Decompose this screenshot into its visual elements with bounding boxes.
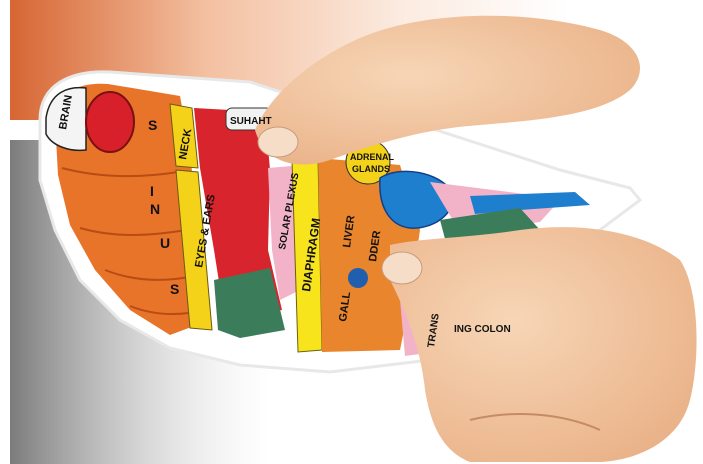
label-colon: ING COLON bbox=[454, 324, 511, 335]
label-sinus-letter: N bbox=[150, 201, 160, 217]
label-adrenal-1: ADRENAL bbox=[350, 152, 395, 162]
thumbnail-bottom bbox=[382, 252, 422, 284]
label-thymus: SUHAHT bbox=[230, 116, 272, 127]
gallbladder-dot bbox=[348, 268, 368, 288]
label-sinus-letter: S bbox=[148, 117, 157, 133]
label-adrenal-2: GLANDS bbox=[352, 164, 390, 174]
brain-red-spot bbox=[86, 92, 134, 152]
label-sinus-letter: S bbox=[170, 281, 179, 297]
label-sinus-letter: U bbox=[160, 235, 170, 251]
label-sinus-letter: I bbox=[150, 183, 154, 199]
thumbnail-top bbox=[258, 127, 298, 157]
